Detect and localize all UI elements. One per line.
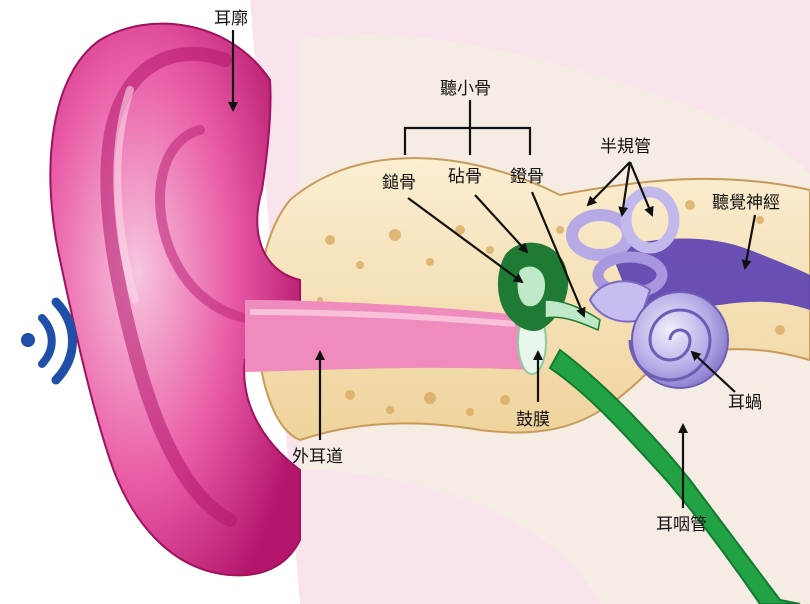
label-pointers	[228, 30, 757, 508]
auditory-nerve-label: 聽覺神經	[712, 193, 780, 213]
semicircular-canals-label: 半規管	[600, 137, 651, 157]
eardrum-label: 鼓膜	[516, 410, 550, 430]
eustachian-tube-shape	[548, 348, 801, 604]
eustachian-tube-label: 耳咽管	[656, 515, 707, 535]
canal-pointer-3	[628, 161, 654, 217]
pinna-shape	[49, 22, 301, 577]
ossicles-shape	[497, 242, 601, 332]
incus-pointer	[474, 194, 529, 254]
cochlea-label: 耳蝸	[728, 393, 762, 413]
cochlea-pointer	[690, 350, 736, 393]
inner-ear-shape	[566, 186, 810, 389]
stapes-pointer	[530, 191, 586, 318]
stapes-label: 鐙骨	[510, 167, 544, 187]
ossicles-bracket	[403, 100, 532, 155]
sound-waves-icon	[21, 297, 77, 385]
malleus-label: 鎚骨	[382, 173, 416, 193]
canal-pointer-1	[586, 161, 631, 207]
malleus-pointer	[407, 197, 524, 284]
ossicles-label: 聽小骨	[440, 79, 491, 99]
nerve-pointer	[741, 214, 757, 270]
labels: 耳廓 聽小骨 鎚骨 砧骨 鐙骨 半規管 聽覺神經 耳蝸 外耳道 鼓膜 耳咽管	[214, 9, 780, 535]
incus-label: 砧骨	[448, 167, 482, 187]
canal-pointer-2	[618, 161, 632, 217]
ear-canal-label: 外耳道	[292, 447, 343, 467]
pinna-label: 耳廓	[214, 9, 248, 29]
